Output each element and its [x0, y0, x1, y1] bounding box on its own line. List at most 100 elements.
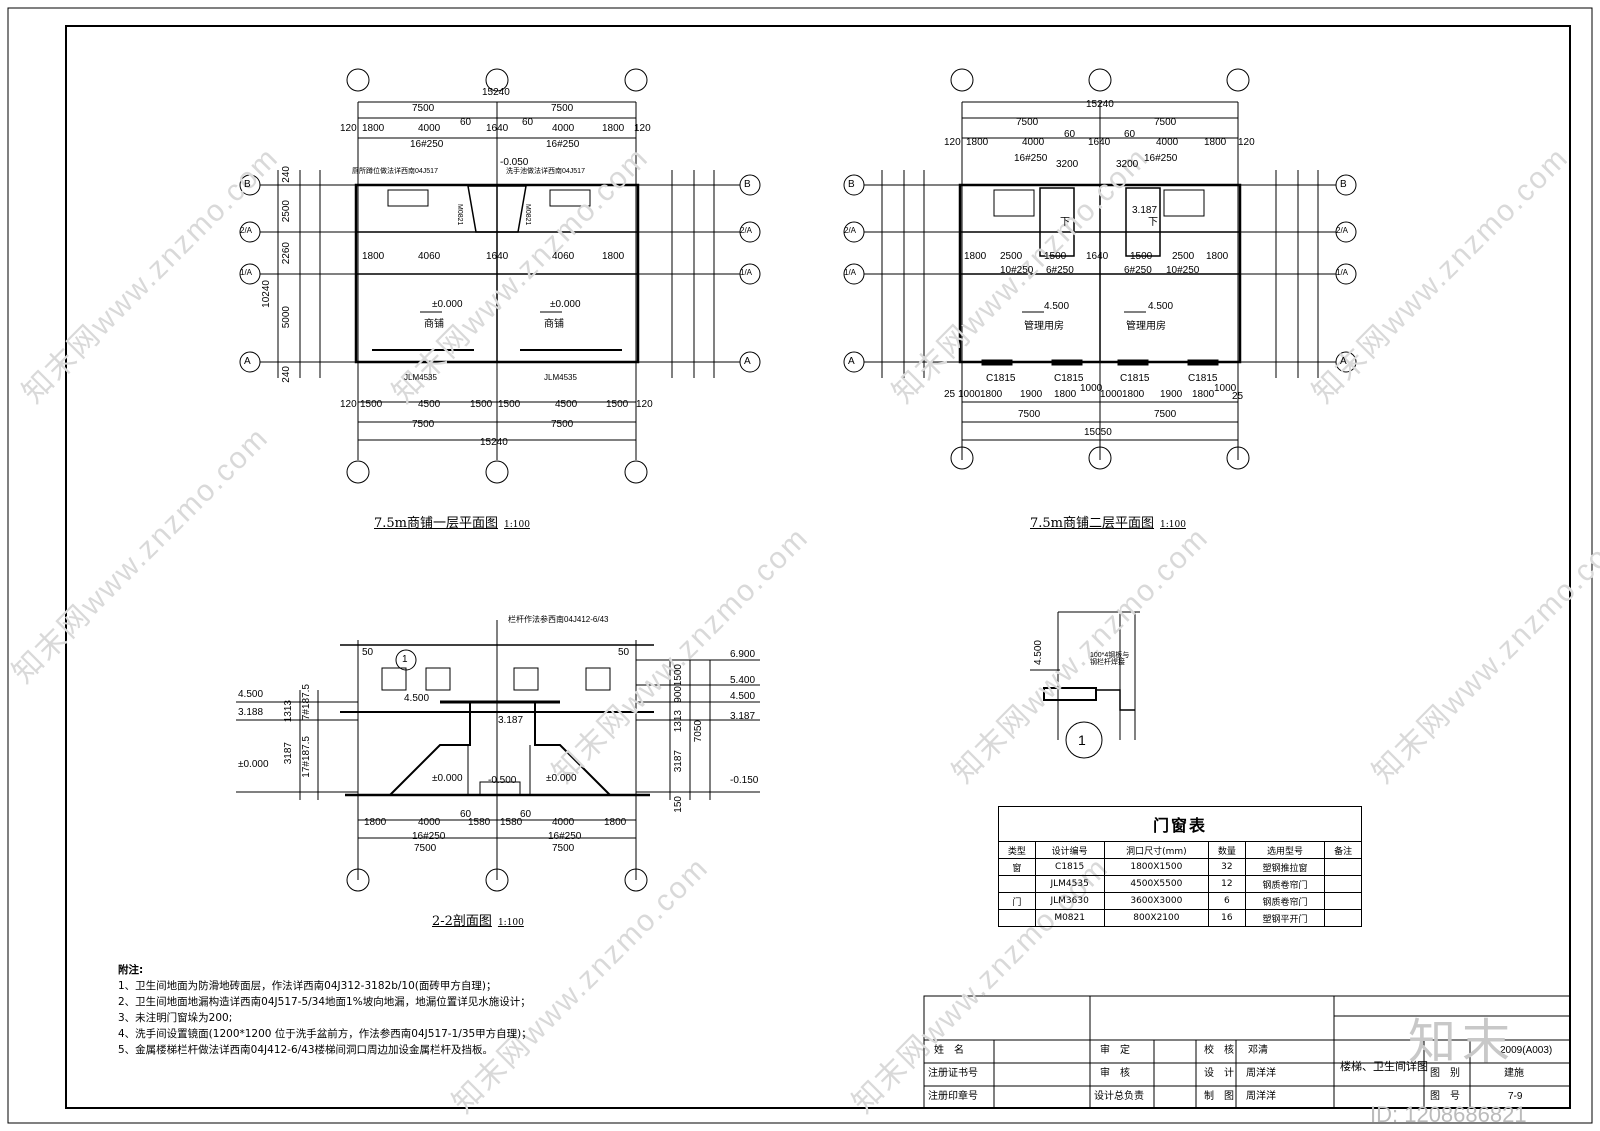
table-row: JLM4535 4500X5500 12 钢质卷帘门 [998, 875, 1362, 893]
table-cell: 钢质卷帘门 [1244, 892, 1326, 910]
section-bottom-dim: 1800 [604, 817, 627, 828]
plan1-room-level: ±0.000 [550, 299, 581, 310]
section-dim-right: 1500 [673, 664, 684, 687]
plan2-dim: 4000 [1156, 137, 1179, 148]
plan1-dim: 1800 [362, 123, 385, 134]
section-callout: 1 [402, 654, 408, 665]
plan2-dim: 4000 [1022, 137, 1045, 148]
plan2-bottom-dim: 25 [1232, 391, 1244, 402]
tb-label: 设计总负责 [1094, 1091, 1144, 1102]
plan1-axis-label: B [244, 179, 251, 190]
plan1-mid-dim: 4060 [552, 251, 575, 262]
note-item: 5、金属楼梯栏杆做法详西南04J412-6/43楼梯间洞口周边加设金属栏杆及挡板… [118, 1044, 494, 1056]
table-cell [1324, 909, 1362, 927]
plan2-inner: 下 [1060, 217, 1070, 228]
table-cell [1324, 858, 1362, 876]
plan2-bottom-dim: 1000 [1214, 383, 1237, 394]
section-bottom-half: 7500 [414, 843, 437, 854]
plan1-note-left: 厕所蹲位做法详西南04J517 [352, 168, 438, 175]
plan1-bottom-dim: 1500 [606, 399, 629, 410]
plan1-bottom-half: 7500 [412, 419, 435, 430]
plan1-door: JLM4535 [404, 373, 437, 382]
section-level-right: 3.187 [730, 711, 756, 722]
plan2-mid-steps: 6#250 [1124, 265, 1152, 276]
plan2-axis-label: 1/A [1336, 268, 1349, 277]
section-top-mark: 50 [618, 647, 630, 658]
tb-category: 建施 [1504, 1068, 1524, 1079]
plan1-axis-label: A [244, 356, 251, 367]
section-level-right: -0.150 [730, 775, 759, 786]
plan1-top-half: 7500 [551, 103, 574, 114]
plan2-window: C1815 [1054, 373, 1084, 384]
note-item: 3、未注明门窗垛为200; [118, 1012, 233, 1024]
plan1-room: 商铺 [544, 319, 564, 330]
plan2-mid-steps: 10#250 [1166, 265, 1200, 276]
plan2-bottom-dim: 1800 [1054, 389, 1077, 400]
tb-label: 制 图 [1204, 1091, 1234, 1102]
plan2-inner: 3.187 [1132, 205, 1158, 216]
section-level-left: 3.188 [238, 707, 264, 718]
plan1-top-total: 15240 [482, 87, 510, 98]
section-bottom-dim: 1580 [500, 817, 523, 828]
plan2-dim: 120 [944, 137, 961, 148]
section-inner-level: ±0.000 [432, 773, 463, 784]
tb-label: 姓 名 [934, 1045, 964, 1056]
plan1-bottom-total: 15240 [480, 437, 508, 448]
table-cell: 1800X1500 [1103, 858, 1210, 876]
plan2-mid-steps: 6#250 [1046, 265, 1074, 276]
section-level-left: ±0.000 [238, 759, 269, 770]
plan1-side-dim: 2260 [281, 242, 292, 265]
tb-row-label: 图 号 [1430, 1091, 1460, 1102]
section-bottom-dim: 4000 [552, 817, 575, 828]
plan1-bottom-dim: 120 [636, 399, 653, 410]
plan2-bottom-dim: 1900 [1020, 389, 1043, 400]
image-id: ID: 1208686821 [1370, 1102, 1527, 1127]
table-cell: 6 [1208, 892, 1246, 910]
note-item: 2、卫生间地面地漏构造详西南04J517-5/34地面1%坡向地漏，地漏位置详见… [118, 996, 531, 1008]
section-bottom-dim: 1580 [468, 817, 491, 828]
plan1-mid-dim: 1800 [362, 251, 385, 262]
plan2-top-half: 7500 [1016, 117, 1039, 128]
plan2-bottom-dim: 1900 [1160, 389, 1183, 400]
tb-drawing-no: 2009(A003) [1500, 1045, 1553, 1056]
table-cell: JLM4535 [1034, 875, 1105, 893]
section-rail-note: 栏杆作法参西南04J412-6/43 [508, 615, 609, 624]
section-steps-left: 17#187.5 [301, 736, 312, 778]
table-row: 门 JLM3630 3600X3000 6 钢质卷帘门 [998, 892, 1362, 910]
plan1-level-top: -0.050 [500, 157, 529, 168]
plan2-mid-dim: 1800 [1206, 251, 1229, 262]
plan2-room-level: 4.500 [1044, 301, 1070, 312]
plan2-window: C1815 [1188, 373, 1218, 384]
section-level-right: 4.500 [730, 691, 756, 702]
table-header-row: 类型 设计编号 洞口尺寸(mm) 数量 选用型号 备注 [998, 841, 1362, 859]
plan1-stair-steps: 16#250 [410, 139, 444, 150]
detail-geometry [1030, 611, 1140, 759]
plan1-note-right: 洗手池做法详西南04J517 [506, 168, 585, 175]
section-bottom-half: 7500 [552, 843, 575, 854]
plan2-bottom-dim: 1800 [980, 389, 1003, 400]
plan2-bottom-dim: 1800 [1192, 389, 1215, 400]
table-cell: 塑钢推拉窗 [1244, 858, 1326, 876]
plan2-top-total: 15240 [1086, 99, 1114, 110]
plan1-side-dim: 240 [281, 166, 292, 183]
section-top-mark: 50 [362, 647, 374, 658]
tb-label: 注册印章号 [928, 1091, 978, 1102]
plan2-bottom-dim: 1800 [1122, 389, 1145, 400]
table-cell: 800X2100 [1103, 909, 1210, 927]
section-inner-level: 4.500 [404, 693, 430, 704]
plan2-room: 管理用房 [1024, 321, 1064, 332]
table-header: 选用型号 [1244, 841, 1326, 859]
plan2-mid-steps: 10#250 [1000, 265, 1034, 276]
plan2-top-half: 7500 [1154, 117, 1177, 128]
plan1-bottom-dim: 120 [340, 399, 357, 410]
section-level-left: 4.500 [238, 689, 264, 700]
section-steps-left: 7#187.5 [301, 684, 312, 721]
section-bottom-dim: 1800 [364, 817, 387, 828]
plan2-inner: 3200 [1116, 159, 1139, 170]
plan2-dim: 1640 [1088, 137, 1111, 148]
section-level-right: 6.900 [730, 649, 756, 660]
table-cell: JLM3630 [1034, 892, 1105, 910]
